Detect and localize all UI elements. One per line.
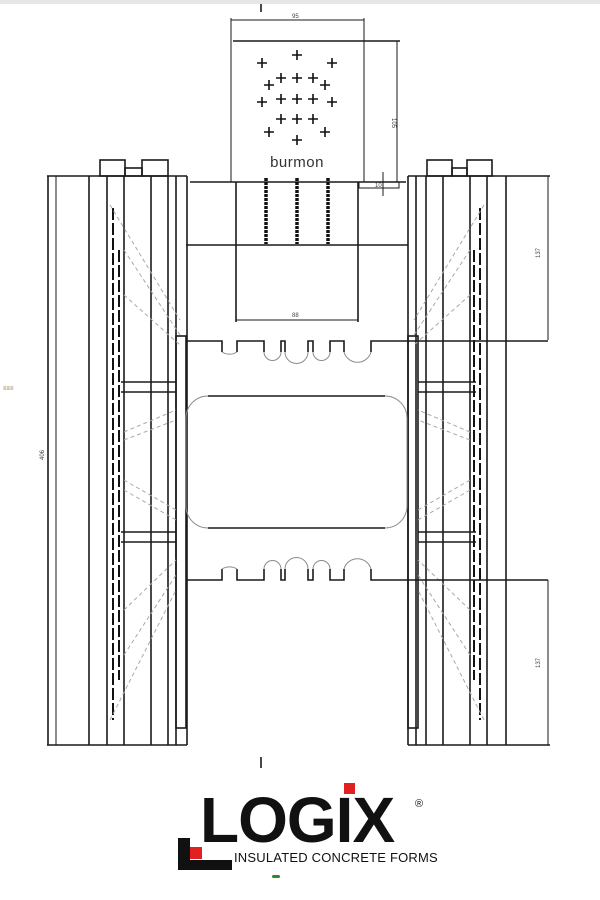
logo-red-dot bbox=[344, 783, 355, 794]
registered-mark: ® bbox=[415, 798, 424, 810]
dim-plate-height: 105 bbox=[390, 118, 396, 129]
right-foam-panel: 137 137 bbox=[407, 159, 550, 746]
page-top-edge bbox=[0, 0, 600, 4]
dim-overall-height: 406 bbox=[40, 449, 46, 460]
tie-web bbox=[185, 340, 548, 581]
logo-wordmark: LOGIX bbox=[200, 784, 395, 856]
margin-note: ≡≡≡ bbox=[3, 386, 14, 392]
mounting-plate: 95 105 10 burmon bbox=[190, 14, 406, 196]
green-mark bbox=[272, 875, 280, 878]
dim-inner-width: 88 bbox=[292, 313, 299, 319]
screw-pattern bbox=[257, 50, 337, 145]
logo-tagline: INSULATED CONCRETE FORMS bbox=[234, 850, 438, 865]
brand-mark: burmon bbox=[270, 154, 324, 171]
logix-logo: LOGIX ® INSULATED CONCRETE FORMS bbox=[178, 780, 438, 870]
dim-right-bottom: 137 bbox=[536, 657, 542, 668]
left-foam-panel: 406 bbox=[40, 159, 188, 746]
dim-plate-width: 95 bbox=[292, 14, 299, 20]
dim-right-top: 137 bbox=[536, 247, 542, 258]
logo-l-mark-base bbox=[178, 860, 232, 870]
dim-small: 10 bbox=[375, 183, 382, 189]
screw-threads bbox=[264, 178, 330, 244]
logo-red-square bbox=[190, 847, 202, 859]
